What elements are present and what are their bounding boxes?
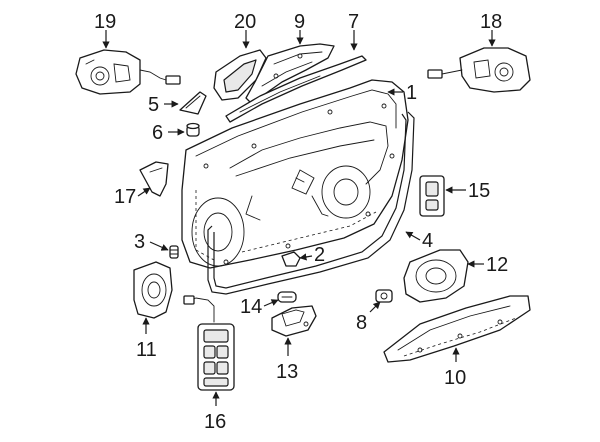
part-15-door-handle-switch [419, 175, 445, 217]
part-2-plug [281, 251, 301, 267]
part-19-lock-actuator-left [75, 49, 181, 95]
part-8-grommet [375, 289, 393, 303]
part-14-switch-lamp [277, 291, 297, 303]
callout-9: 9 [294, 11, 305, 33]
callout-8: 8 [356, 312, 367, 334]
part-5-mirror-trim [179, 91, 207, 115]
callout-10: 10 [444, 367, 466, 389]
callout-12: 12 [486, 254, 508, 276]
part-3-screw [169, 245, 179, 259]
callout-17: 17 [114, 186, 136, 208]
callout-1: 1 [406, 82, 417, 104]
callout-20: 20 [234, 11, 256, 33]
callout-11: 11 [136, 339, 157, 361]
callout-19: 19 [94, 11, 116, 33]
leader-lines [102, 30, 496, 406]
callout-14: 14 [240, 296, 262, 318]
callout-18: 18 [480, 11, 502, 33]
callout-6: 6 [152, 122, 163, 144]
callout-4: 4 [422, 230, 433, 252]
part-10-armrest-trim [383, 295, 531, 363]
part-13-bracket [271, 305, 317, 337]
part-20-trim-cover [213, 49, 267, 101]
callout-15: 15 [468, 180, 490, 202]
part-12-speaker-grille [403, 249, 469, 303]
callout-16: 16 [204, 411, 226, 433]
part-16-window-switch-panel [183, 295, 235, 391]
callout-2: 2 [314, 244, 325, 266]
callout-7: 7 [348, 11, 359, 33]
part-7-belt-moulding [225, 55, 367, 123]
callout-5: 5 [148, 94, 159, 116]
part-18-lock-actuator-right [427, 47, 531, 93]
part-9-mirror-bracket [245, 43, 335, 105]
part-6-bushing [186, 122, 200, 137]
callout-labels: 1 2 3 4 5 6 7 8 9 10 11 12 13 14 15 16 1… [94, 11, 508, 433]
part-1-door-inner-panel [181, 79, 409, 269]
part-11-speaker-housing [133, 261, 173, 319]
callout-3: 3 [134, 231, 145, 253]
part-4-door-seal [207, 111, 415, 295]
part-17-corner-trim [139, 161, 169, 197]
callout-13: 13 [276, 361, 298, 383]
